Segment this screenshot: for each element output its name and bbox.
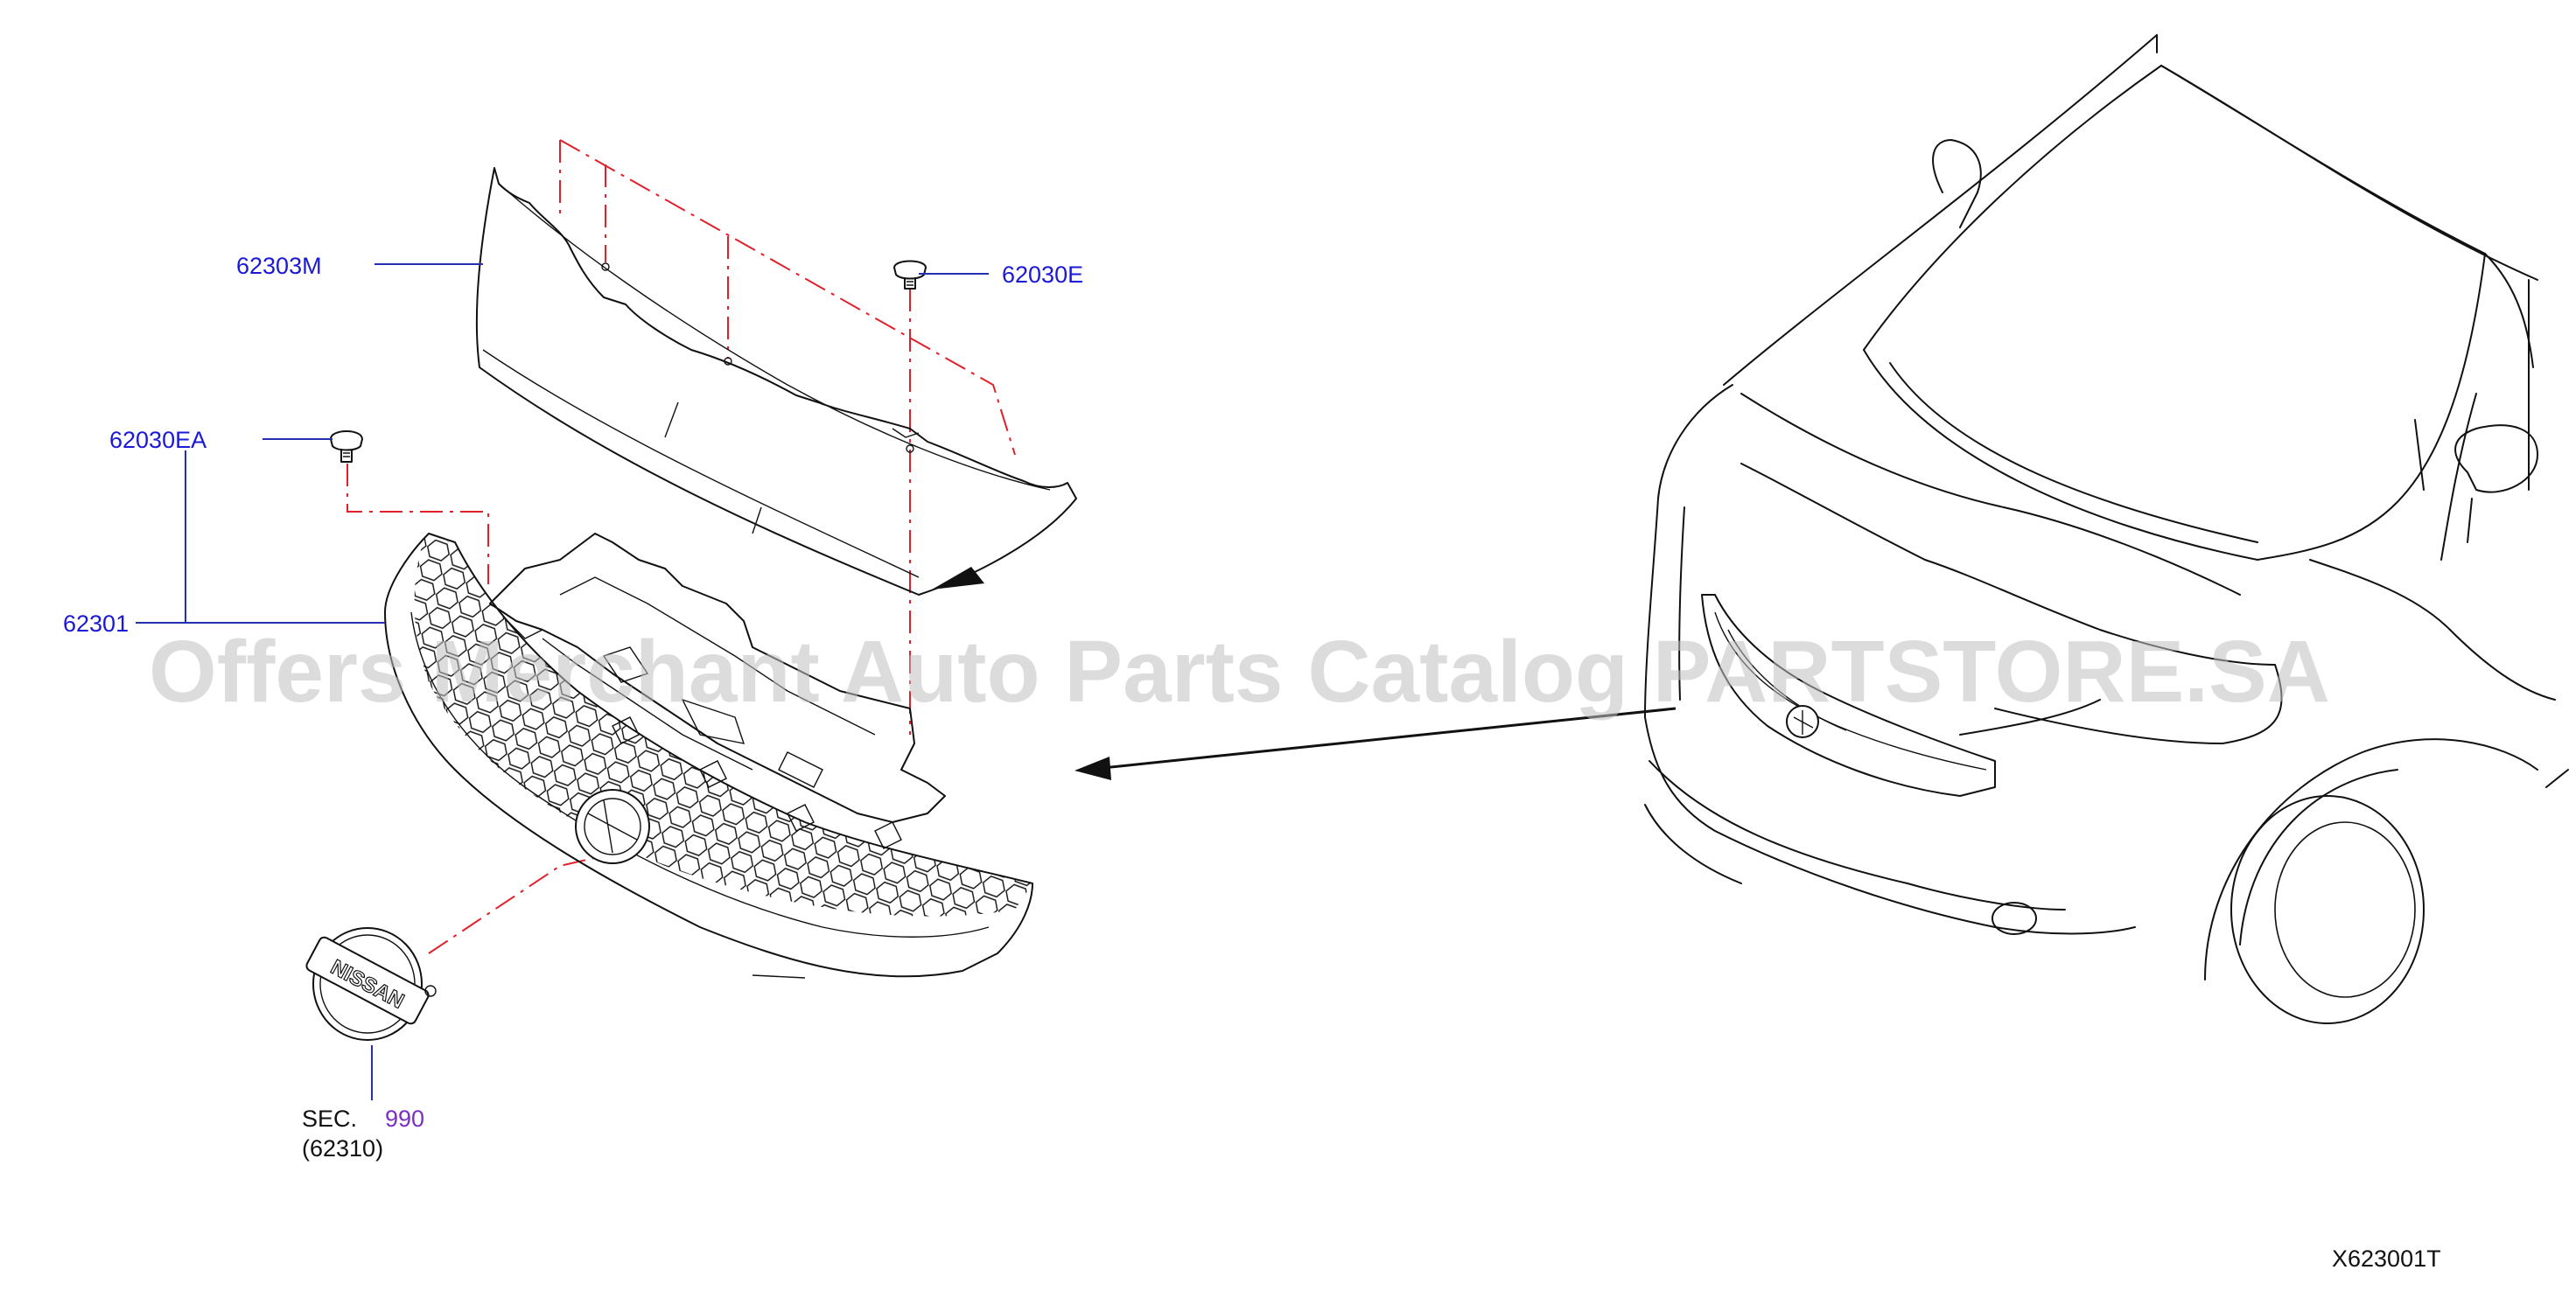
car-outline [1644,34,2569,1024]
label-62030E[interactable]: 62030E [1002,262,1083,288]
label-sec: SEC. [302,1106,357,1132]
label-62303M[interactable]: 62303M [236,253,322,279]
nissan-emblem: NISSAN [305,927,437,1041]
label-62301[interactable]: 62301 [63,611,129,637]
location-arrow [1074,707,1676,780]
label-62030EA[interactable]: 62030EA [109,427,206,453]
label-sec-990[interactable]: 990 [385,1106,424,1132]
leader-lines [136,263,989,1100]
front-grille [384,533,1033,979]
clip-62030EA [330,430,363,463]
watermark: Offers Merchant Auto Parts Catalog PARTS… [149,623,2330,721]
clip-62030E [893,260,927,290]
label-sec-ref: (62310) [302,1135,383,1162]
upper-grille-molding [475,167,1077,596]
figure-id: X623001T [2332,1246,2441,1272]
